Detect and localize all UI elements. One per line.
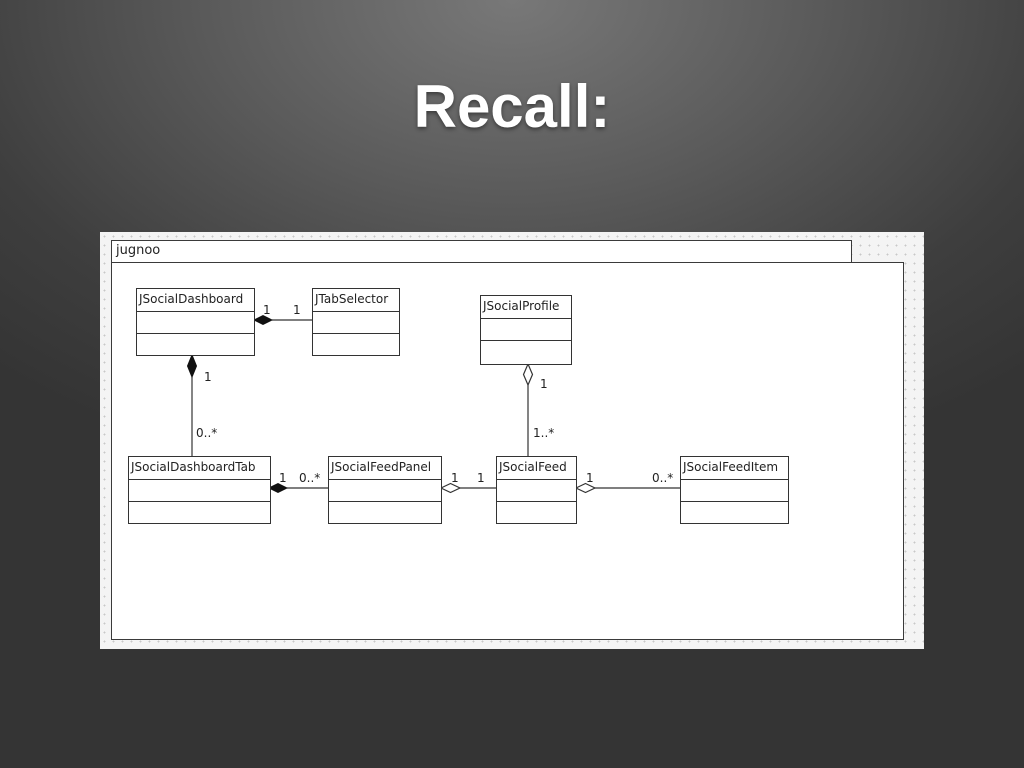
- class-operations: [481, 341, 571, 364]
- class-operations: [129, 502, 270, 523]
- class-name: JSocialProfile: [481, 296, 571, 319]
- multiplicity-dashboard-to-tabselector-source: 1: [263, 303, 271, 317]
- package-name: jugnoo: [116, 243, 161, 258]
- multiplicity-profile-to-feed-source: 1: [540, 377, 548, 391]
- multiplicity-profile-to-feed-target: 1..*: [533, 426, 555, 440]
- class-operations: [497, 502, 576, 523]
- class-jsocialfeeditem[interactable]: JSocialFeedItem: [680, 456, 789, 524]
- composition-diamond-dashboard-dashtab: [186, 353, 198, 379]
- multiplicity-feedpanel-to-feed-source: 1: [451, 471, 459, 485]
- class-jtabselector[interactable]: JTabSelector: [312, 288, 400, 356]
- class-jsocialdashboardtab[interactable]: JSocialDashboardTab: [128, 456, 271, 524]
- class-attributes: [481, 319, 571, 341]
- composition-diamond-dashboard-tabselector: [252, 314, 274, 326]
- class-jsocialdashboard[interactable]: JSocialDashboard: [136, 288, 255, 356]
- class-attributes: [129, 480, 270, 502]
- class-operations: [313, 334, 399, 355]
- multiplicity-dashboard-to-tabselector-target: 1: [293, 303, 301, 317]
- aggregation-diamond-feedpanel-feed: [439, 482, 462, 494]
- class-name: JSocialFeedPanel: [329, 457, 441, 480]
- class-attributes: [497, 480, 576, 502]
- aggregation-diamond-feed-feeditem: [574, 482, 597, 494]
- multiplicity-dashtab-to-feedpanel-source: 1: [279, 471, 287, 485]
- class-operations: [681, 502, 788, 523]
- class-attributes: [313, 312, 399, 334]
- class-attributes: [329, 480, 441, 502]
- composition-diamond-dashtab-feedpanel: [267, 482, 289, 494]
- class-name: JTabSelector: [313, 289, 399, 312]
- multiplicity-dashtab-to-feedpanel-target: 0..*: [299, 471, 321, 485]
- multiplicity-feed-to-feeditem-target: 0..*: [652, 471, 674, 485]
- class-name: JSocialFeed: [497, 457, 576, 480]
- class-operations: [137, 334, 254, 355]
- class-operations: [329, 502, 441, 523]
- class-name: JSocialDashboardTab: [129, 457, 270, 480]
- class-jsocialfeed[interactable]: JSocialFeed: [496, 456, 577, 524]
- class-attributes: [681, 480, 788, 502]
- diagram-canvas: jugnoo JSocialDashboard JTabSelector JSo…: [100, 232, 924, 649]
- multiplicity-dashboard-to-dashtab-source: 1: [204, 370, 212, 384]
- multiplicity-dashboard-to-dashtab-target: 0..*: [196, 426, 218, 440]
- class-name: JSocialFeedItem: [681, 457, 788, 480]
- slide-title: Recall:: [413, 73, 611, 140]
- aggregation-diamond-profile-feed: [522, 362, 534, 387]
- association-edges: [186, 314, 680, 494]
- class-jsocialprofile[interactable]: JSocialProfile: [480, 295, 572, 365]
- multiplicity-feedpanel-to-feed-target: 1: [477, 471, 485, 485]
- class-jsocialfeedpanel[interactable]: JSocialFeedPanel: [328, 456, 442, 524]
- class-attributes: [137, 312, 254, 334]
- class-name: JSocialDashboard: [137, 289, 254, 312]
- multiplicity-feed-to-feeditem-source: 1: [586, 471, 594, 485]
